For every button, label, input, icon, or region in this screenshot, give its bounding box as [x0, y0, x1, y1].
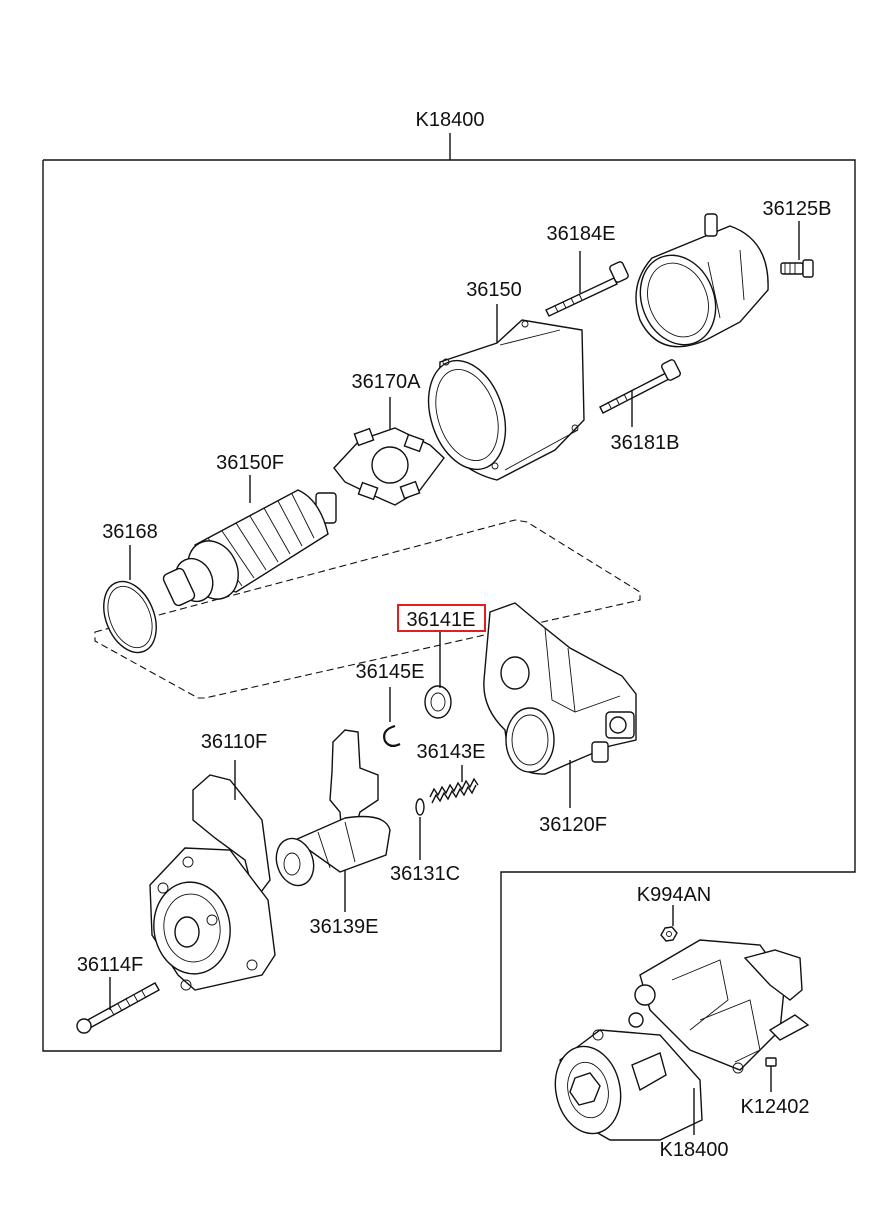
exploded-view-outline: [94, 519, 641, 699]
assembly-frame: [42, 133, 856, 1052]
armature-36150F: [162, 475, 337, 607]
label-36131C: 36131C: [390, 863, 460, 885]
drive-lever-36139E: [275, 729, 391, 912]
bolt-36114F: [76, 977, 160, 1034]
ring-36131C: [415, 798, 425, 860]
brush-holder-36170A: [333, 397, 445, 506]
label-36181B: 36181B: [611, 432, 680, 454]
bolt-36184E: [545, 251, 629, 317]
label-36120F: 36120F: [539, 814, 607, 836]
label-36141E: 36141E: [407, 609, 476, 631]
label-36145E: 36145E: [356, 661, 425, 683]
o-ring-36168: [103, 545, 157, 654]
bolt-36181B: [599, 359, 681, 427]
label-36184E: 36184E: [547, 223, 616, 245]
label-36150: 36150: [466, 279, 522, 301]
label-K12402: K12402: [741, 1096, 810, 1118]
label-36114F: 36114F: [77, 954, 143, 976]
label-K18400-top: K18400: [416, 109, 485, 131]
assembled-starter: [554, 939, 810, 1141]
label-K994AN: K994AN: [637, 884, 712, 906]
label-36110F: 36110F: [201, 731, 267, 753]
snap-ring-36145E: [383, 687, 401, 748]
housing-36120F: [483, 602, 637, 808]
part-labels: K18400 36125B 36184E 36150 36170A 36181B…: [77, 109, 832, 1161]
label-36150F: 36150F: [216, 452, 284, 474]
highlight-box-36141E: [397, 604, 486, 632]
screw-36125B: [780, 221, 814, 278]
front-bracket-36110F: [149, 760, 276, 991]
label-36170A: 36170A: [352, 371, 422, 393]
end-cap: [635, 213, 769, 348]
yoke-36150: [427, 304, 585, 481]
spring-36143E: [429, 765, 479, 804]
label-36125B: 36125B: [763, 198, 832, 220]
label-36139E: 36139E: [310, 916, 379, 938]
label-K18400-bottom: K18400: [660, 1139, 729, 1161]
label-36143E: 36143E: [417, 741, 486, 763]
nut-K994AN: [660, 905, 678, 942]
label-36168: 36168: [102, 521, 158, 543]
gear-36141E: [424, 630, 452, 719]
